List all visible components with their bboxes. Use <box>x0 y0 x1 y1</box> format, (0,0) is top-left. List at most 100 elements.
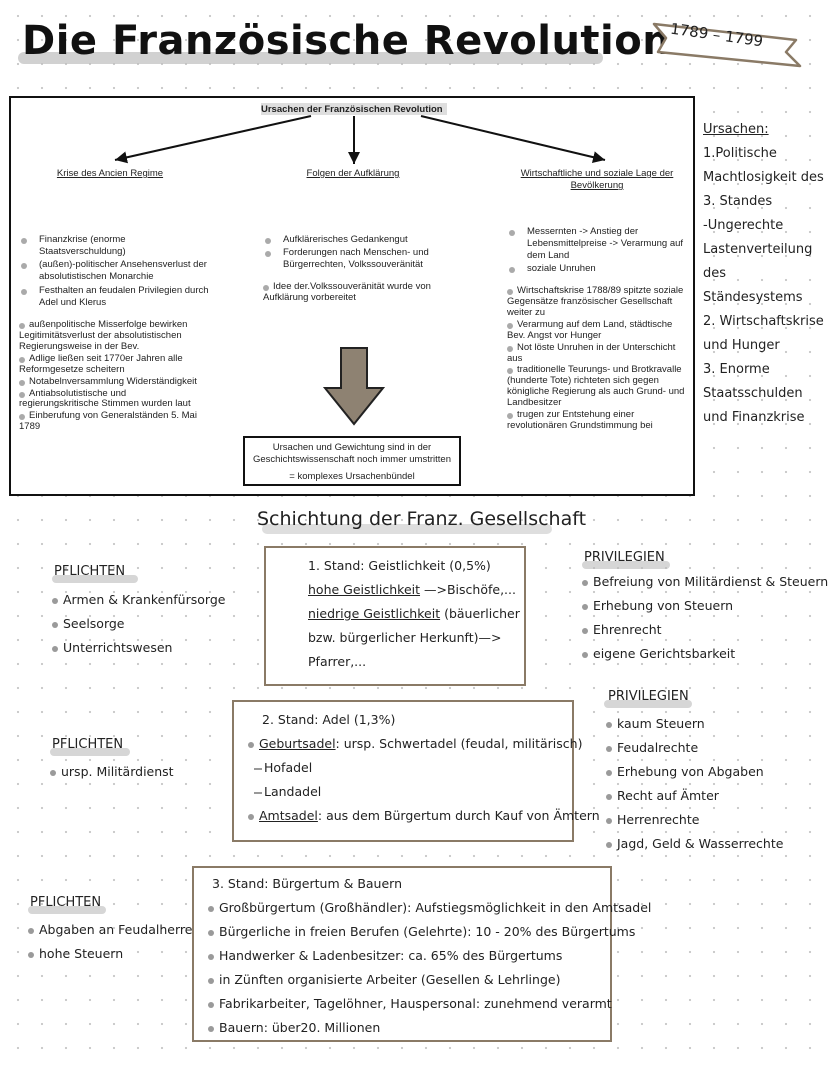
sidenote-line: 3. Enorme <box>703 362 770 377</box>
bullet-icon <box>606 769 612 776</box>
section-title: Schichtung der Franz. Gesellschaft <box>257 508 587 530</box>
mindmap-arrows <box>114 115 606 426</box>
list-item: Notabelnversammlung Widerständigkeit <box>19 376 205 388</box>
duties-list-3: Abgaben an Feudalherren hohe Steuern <box>28 918 200 966</box>
list-item: Forderungen nach Menschen- und Bürgerrec… <box>263 247 443 271</box>
list-item: eigene Gerichtsbarkeit <box>582 642 828 666</box>
list-item: Recht auf Ämter <box>606 784 783 808</box>
list-item: (außen)-politischer Ansehensverlust der … <box>19 259 209 283</box>
list-item: ursp. Militärdienst <box>50 760 174 784</box>
list-item: Einberufung von Generalständen 5. Mai 17… <box>19 410 205 433</box>
bullet-icon <box>606 817 612 824</box>
bullet-icon <box>582 627 588 634</box>
sidenote-line: 3. Standes <box>703 194 773 209</box>
bullet-icon <box>248 741 254 748</box>
sidenote-line: 2. Wirtschaftskrise <box>703 314 824 329</box>
duties-label-2: PFLICHTEN <box>52 737 124 752</box>
causes-sidenote: Ursachen: 1.Politische Machtlosigkeit de… <box>703 118 825 430</box>
bullet-icon <box>606 793 612 800</box>
bullet-icon <box>248 813 254 820</box>
bullet-icon <box>606 745 612 752</box>
list-item: Finanzkrise (enorme Staatsverschuldung) <box>19 234 209 258</box>
list-wirtschaft: Messernten -> Anstieg der Lebensmittelpr… <box>507 226 691 277</box>
estate-1-line3: bzw. bürgerlicher Herkunft)—> <box>308 630 502 645</box>
list-item: Wirtschaftskrise 1788/89 spitzte soziale… <box>507 285 687 319</box>
bullet-icon <box>208 929 214 936</box>
list-item: Bürgerliche in freien Berufen (Gelehrte)… <box>208 920 635 944</box>
list-item: Befreiung von Militärdienst & Steuern <box>582 570 828 594</box>
list-item: Antiabsolutistische und regierungskritis… <box>19 388 205 411</box>
privileges-label-1: PRIVILEGIEN <box>584 550 665 565</box>
bullet-icon <box>208 953 214 960</box>
bullet-icon <box>28 951 34 958</box>
estate-2-amts: Amtsadel: aus dem Bürgertum durch Kauf v… <box>248 804 600 828</box>
conclusion-box: Ursachen und Gewichtung sind in der Gesc… <box>243 436 461 486</box>
sidenote-line: des <box>703 266 727 281</box>
list-item: Idee der.Volkssouveränität wurde von Auf… <box>263 281 453 304</box>
dash-icon <box>254 767 262 770</box>
estate-2-landadel: Landadel <box>248 780 572 804</box>
list-ancien-regime: Finanzkrise (enorme Staatsverschuldung) … <box>19 234 209 310</box>
list-item: Jagd, Geld & Wasserrechte <box>606 832 783 856</box>
privileges-list-1: Befreiung von Militärdienst & Steuern Er… <box>582 570 828 666</box>
bullet-icon <box>208 1001 214 1008</box>
list-item: außenpolitische Misserfolge bewirken Leg… <box>19 319 205 353</box>
list-item: soziale Unruhen <box>507 263 691 275</box>
list-item: trugen zur Entstehung einer revolutionär… <box>507 409 687 432</box>
sidenote-line: Ständesystems <box>703 290 803 305</box>
mindmap-title: Ursachen der Französischen Revolution <box>261 104 443 115</box>
sidenote-line: Staatsschulden <box>703 386 803 401</box>
list-item: Armen & Krankenfürsorge <box>52 588 225 612</box>
estate-1-line4: Pfarrer,... <box>308 654 367 669</box>
bullet-icon <box>208 977 214 984</box>
estate-1-niedrige: niedrige Geistlichkeit (bäuerlicher <box>308 606 520 621</box>
list-item: Ehrenrecht <box>582 618 828 642</box>
duties-list-1: Armen & Krankenfürsorge Seelsorge Unterr… <box>52 588 225 660</box>
list-item: kaum Steuern <box>606 712 783 736</box>
duties-label-1: PFLICHTEN <box>54 564 126 579</box>
sidenote-line: -Ungerechte <box>703 218 784 233</box>
estate-1-heading: 1. Stand: Geistlichkeit (0,5%) <box>308 558 491 573</box>
label-highlight <box>50 748 130 756</box>
label-highlight <box>604 700 692 708</box>
list-item: Verarmung auf dem Land, städtische Bev. … <box>507 319 687 342</box>
page-title: Die Französische Revolution <box>22 18 672 64</box>
privileges-label-2: PRIVILEGIEN <box>608 689 689 704</box>
estate-2-hofadel: Hofadel <box>248 756 572 780</box>
list-aufklaerung: Aufklärerisches Gedankengut Forderungen … <box>263 234 443 272</box>
list-item: Abgaben an Feudalherren <box>28 918 200 942</box>
list-wirtschaft-extra: Wirtschaftskrise 1788/89 spitzte soziale… <box>507 285 687 433</box>
bullet-icon <box>52 597 58 604</box>
list-ancien-regime-extra: außenpolitische Misserfolge bewirken Leg… <box>19 319 205 434</box>
bullet-icon <box>582 603 588 610</box>
estate-2-box: 2. Stand: Adel (1,3%) Geburtsadel: ursp.… <box>232 700 600 842</box>
list-item: Fabrikarbeiter, Tagelöhner, Hauspersonal… <box>208 992 612 1016</box>
section-title-highlight <box>262 524 552 534</box>
bullet-icon <box>582 579 588 586</box>
list-item: Handwerker & Ladenbesitzer: ca. 65% des … <box>208 944 610 968</box>
estate-3-heading: 3. Stand: Bürgertum & Bauern <box>212 876 403 891</box>
privileges-list-2: kaum Steuern Feudalrechte Erhebung von A… <box>606 712 783 856</box>
list-item: Aufklärerisches Gedankengut <box>263 234 443 246</box>
list-item: Feudalrechte <box>606 736 783 760</box>
bullet-icon <box>208 1025 214 1032</box>
list-item: Herrenrechte <box>606 808 783 832</box>
sidenote-line: Lastenverteilung <box>703 242 813 257</box>
date-banner <box>652 22 802 68</box>
bullet-icon <box>52 621 58 628</box>
bullet-icon <box>582 651 588 658</box>
conclusion-line2: = komplexes Ursachenbündel <box>289 470 415 482</box>
list-item: Messernten -> Anstieg der Lebensmittelpr… <box>507 226 691 262</box>
list-item: Seelsorge <box>52 612 225 636</box>
estate-1-hohe: hohe Geistlichkeit —>Bischöfe,... <box>308 582 516 597</box>
list-item: traditionelle Teurungs- und Brotkravalle… <box>507 365 687 409</box>
sidenote-line: und Hunger <box>703 338 780 353</box>
list-item: in Zünften organisierte Arbeiter (Gesell… <box>208 968 610 992</box>
list-item: Not löste Unruhen in der Unterschicht au… <box>507 342 687 365</box>
label-highlight <box>28 906 106 914</box>
sidenote-line: und Finanzkrise <box>703 410 805 425</box>
bullet-icon <box>208 905 214 912</box>
label-highlight <box>52 575 138 583</box>
list-item: Erhebung von Abgaben <box>606 760 783 784</box>
duties-list-2: ursp. Militärdienst <box>50 760 174 784</box>
